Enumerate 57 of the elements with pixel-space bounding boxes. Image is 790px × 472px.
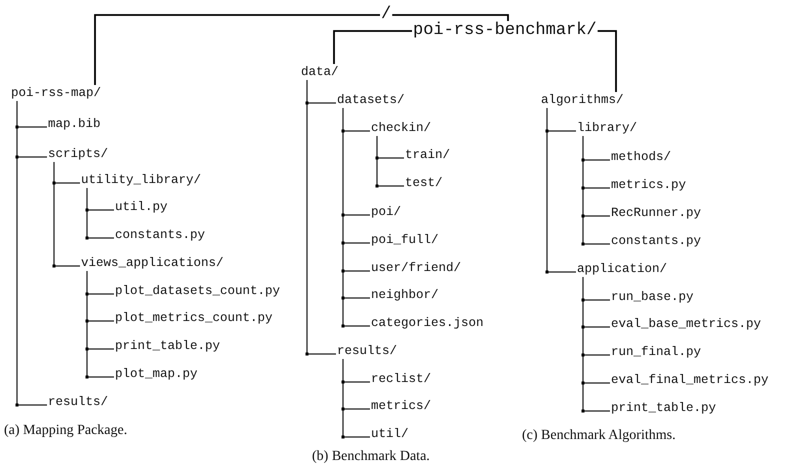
tree-entry: util/	[370, 426, 410, 442]
tree-entry: data/	[300, 64, 340, 80]
tree-entry: datasets/	[336, 92, 406, 108]
tree-entry: util.py	[114, 199, 169, 215]
tree-connector	[582, 136, 610, 244]
tree-entry: plot_map.py	[114, 366, 199, 382]
tree-entry: RecRunner.py	[610, 205, 702, 221]
tree-entry: neighbor/	[370, 287, 440, 303]
tree-entry: results/	[336, 343, 398, 359]
subfigure-caption: (b) Benchmark Data.	[312, 448, 430, 466]
tree-entry: scripts/	[47, 146, 110, 162]
tree-connector	[392, 14, 509, 21]
tree-entry: eval_final_metrics.py	[610, 372, 770, 388]
tree-entry: views_applications/	[80, 255, 225, 271]
tree-entry: poi_full/	[370, 232, 440, 248]
tree-connector	[94, 14, 380, 85]
tree-entry: metrics.py	[610, 177, 688, 193]
tree-connector	[16, 100, 48, 406]
tree-entry: run_final.py	[610, 344, 702, 360]
tree-entry: constants.py	[114, 227, 206, 243]
tree-entry: library/	[576, 120, 638, 136]
path-heading: /	[380, 5, 392, 25]
tree-connector	[598, 30, 617, 92]
tree-connector	[582, 276, 610, 412]
subfigure-caption: (c) Benchmark Algorithms.	[522, 427, 676, 445]
tree-connector	[376, 136, 404, 186]
tree-entry: print_table.py	[610, 400, 718, 416]
tree-entry: results/	[47, 394, 110, 410]
tree-entry: plot_metrics_count.py	[114, 310, 274, 326]
tree-entry: metrics/	[370, 398, 432, 414]
tree-entry: user/friend/	[370, 260, 462, 276]
tree-connector	[86, 270, 114, 378]
tree-entry: poi-rss-map/	[10, 85, 102, 101]
tree-entry: reclist/	[370, 371, 432, 387]
tree-entry: plot_datasets_count.py	[114, 283, 282, 299]
tree-entry: test/	[404, 175, 444, 191]
tree-connector	[342, 358, 370, 438]
tree-entry: algorithms/	[540, 92, 625, 108]
tree-entry: train/	[404, 147, 452, 163]
tree-connector	[333, 30, 412, 64]
tree-connector	[546, 108, 576, 272]
tree-entry: application/	[576, 261, 668, 277]
subfigure-caption: (a) Mapping Package.	[4, 422, 128, 440]
tree-connector	[306, 80, 336, 354]
tree-entry: methods/	[610, 149, 672, 165]
tree-entry: checkin/	[370, 120, 432, 136]
tree-connector	[86, 188, 114, 238]
path-heading: poi-rss-benchmark/	[412, 21, 598, 41]
tree-entry: categories.json	[370, 315, 485, 331]
tree-entry: constants.py	[610, 233, 702, 249]
tree-connector	[54, 162, 80, 266]
tree-entry: run_base.py	[610, 289, 695, 305]
tree-entry: utility_library/	[80, 172, 202, 188]
tree-entry: poi/	[370, 204, 402, 220]
tree-entry: eval_base_metrics.py	[610, 316, 762, 332]
tree-entry: print_table.py	[114, 338, 222, 354]
tree-entry: map.bib	[47, 116, 102, 132]
